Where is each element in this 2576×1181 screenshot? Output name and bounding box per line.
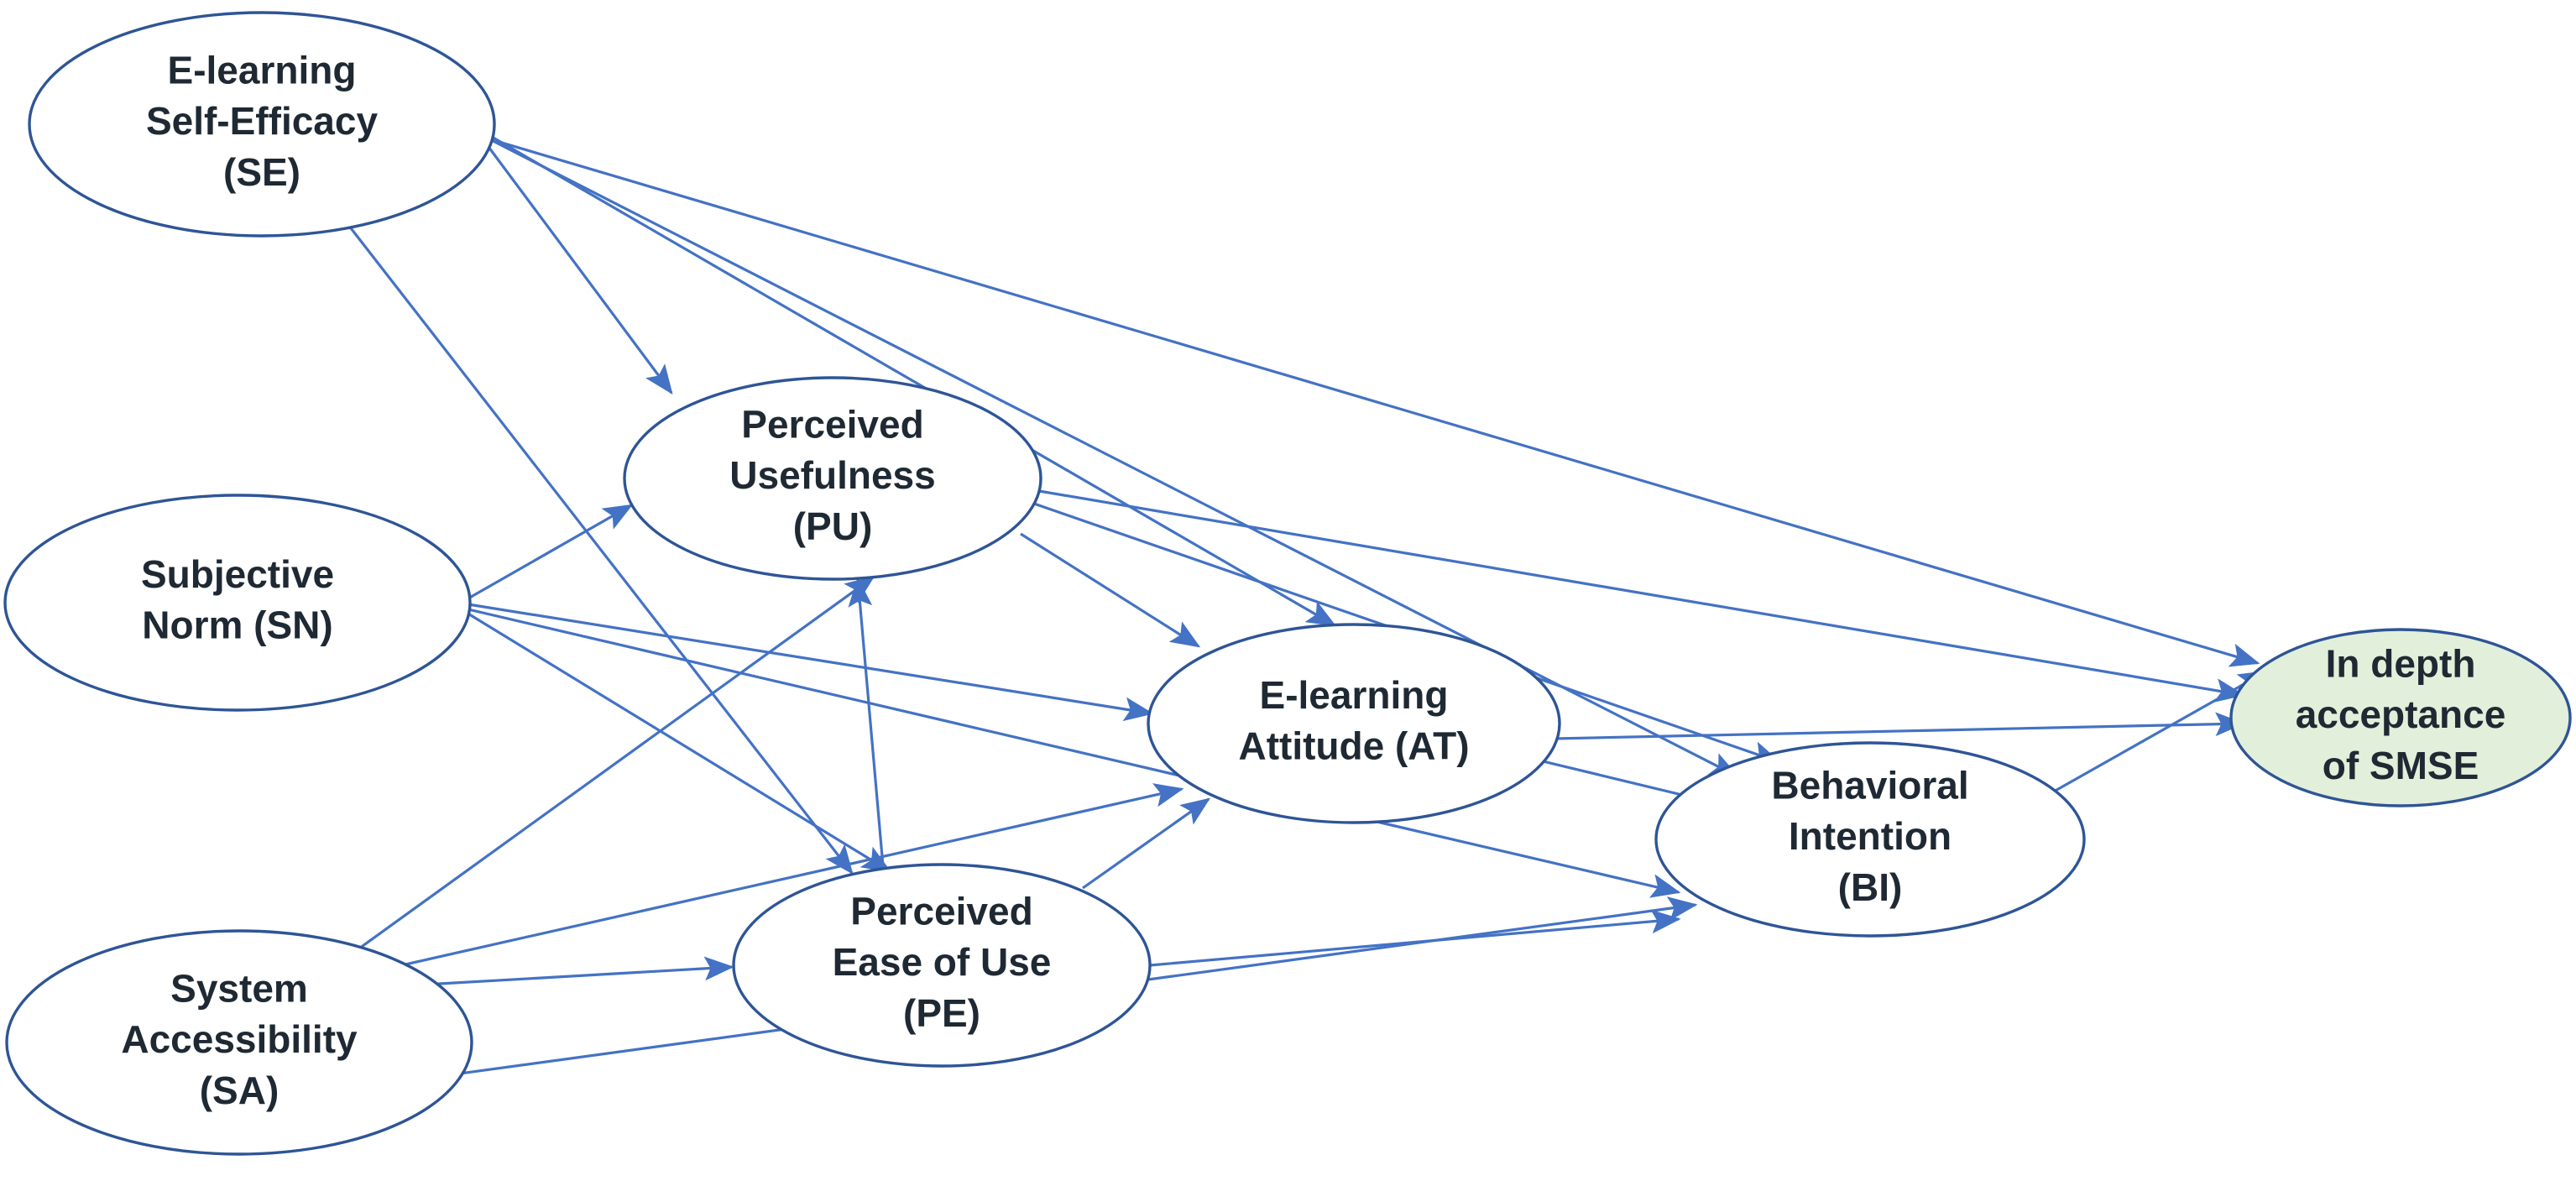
edge-se-to-pe bbox=[347, 224, 854, 875]
node-smse-label-line-2: of SMSE bbox=[2323, 744, 2479, 787]
nodes-layer: E-learningSelf-Efficacy(SE)SubjectiveNor… bbox=[3, 11, 2572, 1156]
node-pe-shape[interactable] bbox=[732, 863, 1152, 1068]
node-at-label-line-0: E-learning bbox=[1260, 673, 1449, 717]
edge-sa-to-at bbox=[319, 783, 1184, 985]
node-smse-label-line-1: acceptance bbox=[2296, 692, 2506, 736]
node-smse[interactable]: In depth acceptance of SMSE bbox=[2229, 628, 2572, 807]
node-smse-shape[interactable] bbox=[2229, 628, 2572, 807]
node-pu-label-line-2: (PU) bbox=[793, 504, 873, 548]
node-sn-label-line-0: Subjective bbox=[141, 552, 334, 596]
edge-se-to-smse bbox=[473, 133, 2260, 667]
node-bi-shape[interactable] bbox=[1654, 741, 2086, 938]
node-pe-label-line-0: Perceived bbox=[850, 889, 1032, 933]
node-sn-shape[interactable] bbox=[3, 494, 472, 712]
node-pu-label-line-0: Perceived bbox=[741, 402, 923, 446]
node-se-shape[interactable] bbox=[28, 11, 496, 238]
node-sa-label-line-0: System bbox=[170, 966, 308, 1010]
node-at-label-line-1: Attitude (AT) bbox=[1238, 724, 1469, 768]
edge-se-to-pu bbox=[465, 117, 673, 395]
edge-pe-to-at bbox=[1082, 797, 1211, 890]
node-pe-label-line-1: Ease of Use bbox=[833, 940, 1052, 984]
node-bi-label-line-0: Behavioral bbox=[1771, 763, 1968, 807]
node-pu-label-line-1: Usefulness bbox=[729, 453, 935, 497]
edge-se-to-at bbox=[469, 123, 1337, 627]
node-se-label-line-2: (SE) bbox=[223, 150, 300, 194]
edge-pe-to-bi bbox=[1149, 909, 1681, 967]
node-bi-label-line-2: (BI) bbox=[1838, 865, 1903, 909]
edge-sn-to-pe bbox=[466, 611, 892, 873]
edge-sn-to-at bbox=[468, 603, 1154, 722]
node-bi-label-line-1: Intention bbox=[1789, 814, 1952, 858]
node-sa-shape[interactable] bbox=[5, 929, 473, 1156]
node-sn-label-line-1: Norm (SN) bbox=[142, 604, 332, 647]
edge-at-to-smse bbox=[1554, 712, 2245, 740]
edge-sa-to-pu bbox=[316, 576, 875, 980]
node-se-label-line-0: E-learning bbox=[168, 48, 357, 91]
edge-pe-to-pu bbox=[848, 577, 885, 867]
edge-pu-to-at bbox=[1020, 532, 1201, 648]
node-smse-label-line-0: In depth bbox=[2326, 641, 2476, 685]
node-sa-label-line-1: Accessibility bbox=[121, 1017, 358, 1061]
node-at-shape[interactable] bbox=[1147, 623, 1561, 824]
node-sa-label-line-2: (SA) bbox=[200, 1069, 280, 1112]
node-pe-label-line-2: (PE) bbox=[903, 991, 980, 1035]
edge-pu-to-smse bbox=[1038, 489, 2245, 703]
edge-bi-to-smse bbox=[2046, 670, 2269, 797]
edge-sn-to-bi bbox=[468, 608, 1681, 898]
edges-layer bbox=[316, 117, 2269, 1093]
node-pu-shape[interactable] bbox=[623, 376, 1042, 581]
edge-sn-to-pu bbox=[466, 504, 634, 601]
node-se-label-line-1: Self-Efficacy bbox=[146, 99, 379, 143]
